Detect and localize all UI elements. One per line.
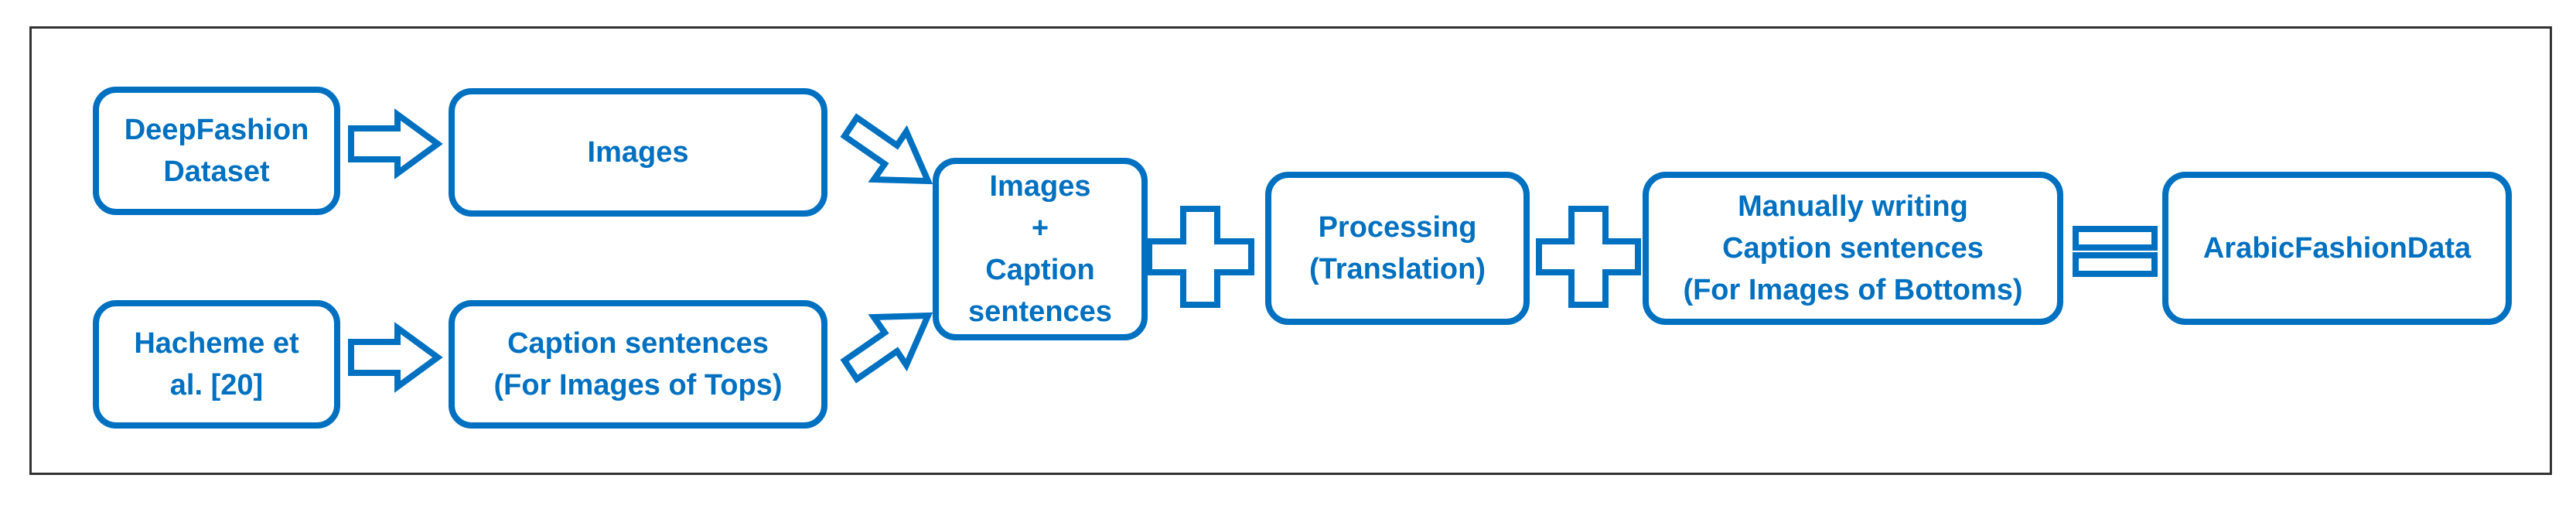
- node-deepfashion-label: DeepFashion Dataset: [124, 114, 309, 188]
- plus-icon-1: [1146, 206, 1254, 308]
- node-manual-writing: Manually writing Caption sentences (For …: [1643, 172, 2063, 325]
- arrow-hacheme-to-captions: [348, 322, 443, 393]
- node-manual-label: Manually writing Caption sentences (For …: [1683, 190, 2023, 306]
- node-images-captions-label: Images + Caption sentences: [968, 170, 1112, 328]
- node-caption-tops-label: Caption sentences (For Images of Tops): [493, 327, 783, 401]
- arrow-deepfashion-to-images: [348, 108, 443, 179]
- node-deepfashion-dataset: DeepFashion Dataset: [93, 87, 340, 215]
- arrow-captions-to-combined: [840, 312, 933, 384]
- node-images: Images: [449, 88, 827, 217]
- plus-icon-2: [1536, 206, 1641, 308]
- arrow-images-to-combined: [840, 113, 933, 185]
- node-hacheme: Hacheme et al. [20]: [93, 300, 340, 429]
- node-processing-label: Processing (Translation): [1308, 211, 1486, 285]
- equals-icon-bottom: [2073, 252, 2158, 277]
- node-caption-sentences-tops: Caption sentences (For Images of Tops): [449, 300, 827, 429]
- node-images-label: Images: [587, 136, 689, 169]
- node-images-plus-captions: Images + Caption sentences: [933, 158, 1148, 340]
- node-hacheme-label: Hacheme et al. [20]: [134, 327, 299, 401]
- node-arabic-fashion-data: ArabicFashionData: [2162, 172, 2512, 325]
- equals-icon-top: [2073, 226, 2158, 251]
- node-processing-translation: Processing (Translation): [1265, 172, 1530, 325]
- node-arabic-label: ArabicFashionData: [2202, 232, 2472, 265]
